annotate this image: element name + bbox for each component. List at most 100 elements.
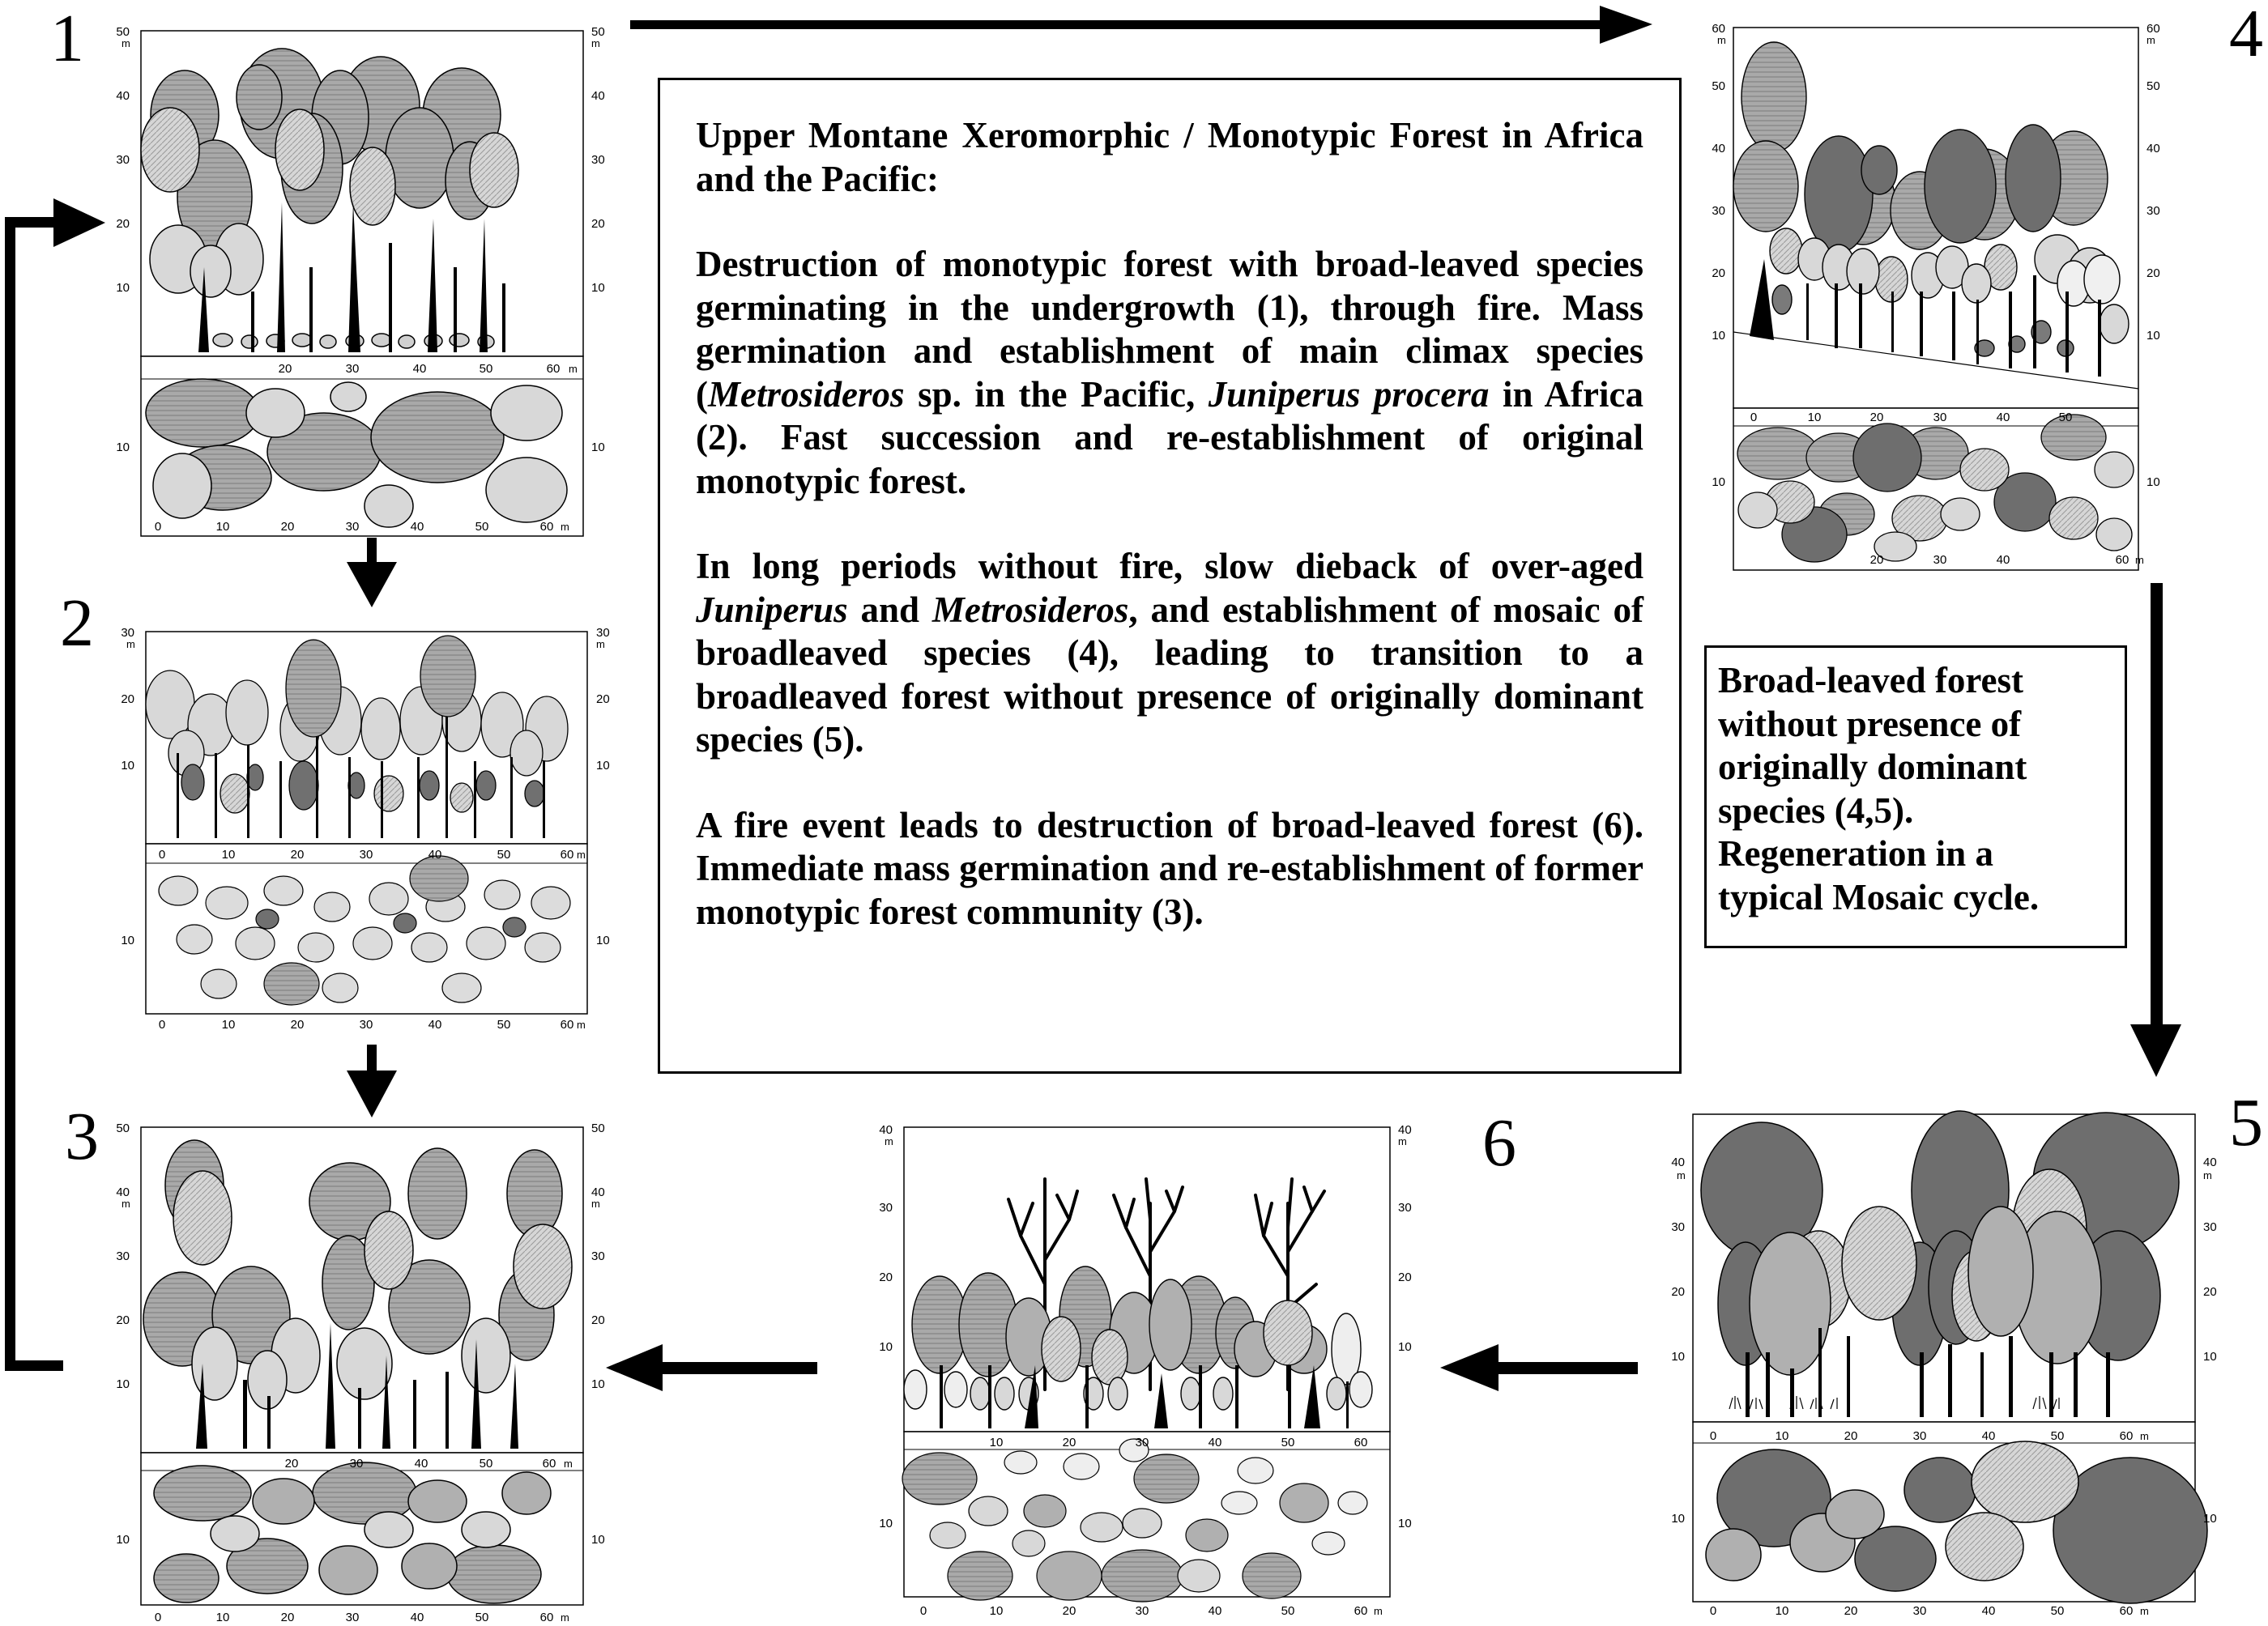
p6-y-unit-right: m	[1398, 1135, 1407, 1147]
p6-x-top-60: 60	[1354, 1436, 1368, 1449]
p4-plan-y-10: 10	[1712, 475, 1725, 489]
p1-x-bottom-30: 30	[346, 520, 360, 534]
para2-italic-juniperus: Juniperus	[696, 589, 848, 630]
main-description-paragraph-2: In long periods without fire, slow dieba…	[696, 545, 1643, 762]
panel-number-5: 5	[2229, 1085, 2263, 1160]
arrow-5-to-6-head	[1440, 1344, 1498, 1391]
p4-y-tick-right-50: 50	[2146, 79, 2160, 93]
p3-x-unit-bottom: m	[561, 1611, 569, 1624]
p5-x-top-40: 40	[1982, 1429, 1996, 1443]
arrow-6-to-3-head	[606, 1344, 663, 1391]
p5-x-top-60: 60	[2120, 1429, 2134, 1443]
p4-x-bottom-30: 30	[1933, 553, 1947, 567]
para2-text-c: , and establishment of mosaic of broadle…	[696, 589, 1643, 760]
p5-y-tick-right-10: 10	[2203, 1350, 2217, 1364]
p4-y-tick-right-20: 20	[2146, 266, 2160, 280]
p4-x-unit-bottom: m	[2135, 554, 2144, 566]
para2-italic-metrosideros: Metrosideros	[932, 589, 1129, 630]
arrow-4-to-5	[2151, 583, 2163, 1032]
p1-plan-y-right-10: 10	[591, 441, 605, 454]
p2-x-top-10: 10	[222, 848, 236, 862]
p4-x-top-40: 40	[1997, 411, 2010, 424]
p1-x-top-50: 50	[480, 362, 493, 376]
para1-text-c: in Africa (2). Fast succession and re-es…	[696, 373, 1643, 501]
p2-y-unit: m	[126, 638, 135, 650]
p4-x-top-0: 0	[1750, 411, 1757, 424]
p5-y-tick-30: 30	[1671, 1220, 1685, 1234]
para2-text-a: In long periods without fire, slow dieba…	[696, 546, 1643, 586]
p2-x-bottom-10: 10	[222, 1018, 236, 1032]
p1-x-bottom-40: 40	[411, 520, 424, 534]
panel-number-3: 3	[65, 1099, 99, 1174]
p4-y-tick-right-60: 60	[2146, 22, 2160, 36]
p2-x-bottom-20: 20	[291, 1018, 305, 1032]
p1-x-top-30: 30	[346, 362, 360, 376]
p1-plan-y-10: 10	[116, 441, 130, 454]
p5-y-tick-40: 40	[1671, 1156, 1685, 1169]
p1-y-tick-right-50: 50	[591, 25, 605, 39]
p1-x-unit-bottom: m	[561, 521, 569, 533]
arrow-6-to-3	[662, 1362, 817, 1374]
p1-y-tick-30: 30	[116, 153, 130, 167]
arrow-3-to-1-side	[5, 217, 15, 1371]
p1-y-tick-20: 20	[116, 217, 130, 231]
p3-y-unit: m	[122, 1198, 130, 1210]
panel-number-6: 6	[1482, 1105, 1516, 1181]
p1-y-tick-right-30: 30	[591, 153, 605, 167]
p2-y-tick-right-10: 10	[596, 759, 610, 773]
p5-x-top-20: 20	[1844, 1429, 1858, 1443]
main-description-box: Upper Montane Xeromorphic / Monotypic Fo…	[658, 78, 1682, 1074]
p1-y-unit-right: m	[591, 37, 600, 49]
p1-y-tick-50: 50	[116, 25, 130, 39]
p4-y-unit-right: m	[2146, 34, 2155, 46]
para1-italic-juniperus: Juniperus procera	[1208, 373, 1490, 415]
p4-y-tick-right-10: 10	[2146, 329, 2160, 343]
p6-x-top-30: 30	[1136, 1436, 1149, 1449]
p2-plan-y-10: 10	[121, 934, 134, 947]
p2-x-top-30: 30	[360, 848, 373, 862]
p1-x-bottom-10: 10	[216, 520, 230, 534]
p4-y-tick-40: 40	[1712, 142, 1725, 155]
p5-x-bottom-50: 50	[2051, 1604, 2065, 1618]
p4-x-top-50: 50	[2059, 411, 2073, 424]
main-description-paragraph-1: Destruction of monotypic forest with bro…	[696, 243, 1643, 503]
p4-x-top-10: 10	[1808, 411, 1822, 424]
p6-plan-y-right-10: 10	[1398, 1517, 1412, 1530]
p2-y-tick-20: 20	[121, 692, 134, 706]
p6-y-tick-10: 10	[879, 1340, 893, 1354]
arrow-1-to-2-head	[347, 562, 397, 607]
p3-x-bottom-10: 10	[216, 1611, 230, 1624]
p6-x-unit-bottom: m	[1374, 1605, 1383, 1617]
p4-x-top-30: 30	[1933, 411, 1947, 424]
p3-y-tick-50: 50	[116, 1122, 130, 1135]
p1-y-tick-right-20: 20	[591, 217, 605, 231]
p1-y-tick-40: 40	[116, 89, 130, 103]
arrow-3-to-1-head	[53, 198, 105, 247]
p5-x-top-30: 30	[1913, 1429, 1927, 1443]
p4-x-bottom-20: 20	[1870, 553, 1884, 567]
p5-y-tick-right-40: 40	[2203, 1156, 2217, 1169]
p2-x-unit: m	[577, 849, 586, 861]
p3-x-bottom-50: 50	[475, 1611, 489, 1624]
p3-x-bottom-40: 40	[411, 1611, 424, 1624]
panel-5-forest-profile: 40 30 20 10 40 30 20 10 0 10 20 30 40 50…	[1669, 1109, 2228, 1620]
panel-2-forest-profile: 30 20 10 30 20 10 0 10 20 30 40 50 60 10…	[105, 624, 632, 1036]
p5-x-unit-bottom: m	[2140, 1605, 2149, 1617]
p2-x-top-0: 0	[159, 848, 165, 862]
p4-x-bottom-60: 60	[2116, 553, 2129, 567]
p2-y-tick-10: 10	[121, 759, 134, 773]
p5-y-tick-right-30: 30	[2203, 1220, 2217, 1234]
p1-x-bottom-20: 20	[281, 520, 295, 534]
p5-x-unit: m	[2140, 1430, 2149, 1442]
p6-x-bottom-20: 20	[1063, 1604, 1076, 1618]
p3-x-top-50: 50	[480, 1457, 493, 1471]
p4-x-bottom-40: 40	[1997, 553, 2010, 567]
p6-x-bottom-40: 40	[1209, 1604, 1222, 1618]
p5-x-bottom-10: 10	[1776, 1604, 1789, 1618]
p2-x-unit-bottom: m	[577, 1019, 586, 1031]
arrow-3-to-1-top	[5, 217, 62, 228]
arrow-2-to-3-head	[347, 1071, 397, 1117]
p6-x-bottom-10: 10	[990, 1604, 1004, 1618]
p6-x-top-50: 50	[1281, 1436, 1295, 1449]
